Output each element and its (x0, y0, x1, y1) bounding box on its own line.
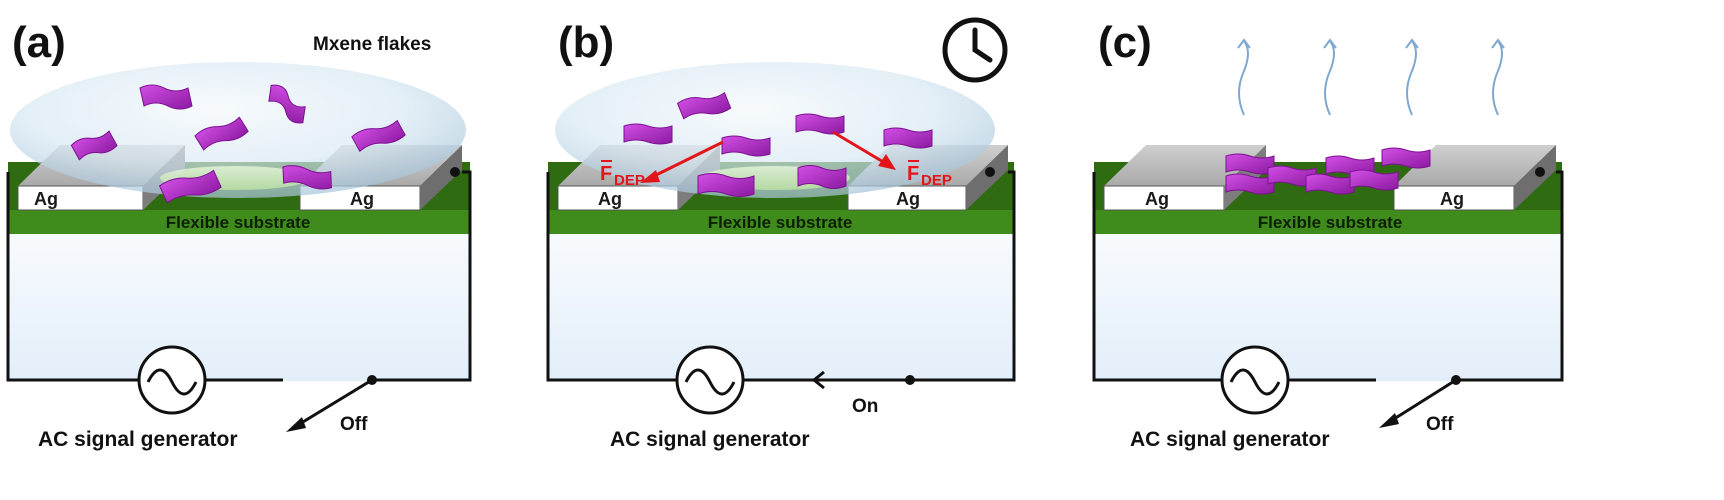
switch-lever[interactable] (1385, 378, 1457, 426)
force-left-subscript: DEP (614, 172, 645, 189)
electrode-right-top (1394, 145, 1556, 186)
electrode-left-front (17, 185, 144, 211)
substrate-label: Flexible substrate (708, 213, 853, 232)
mxene-flakes (70, 84, 406, 204)
flake (1305, 173, 1355, 195)
circuit-wire (1092, 170, 1564, 426)
ac-source-icon (137, 345, 207, 415)
flake (623, 123, 673, 145)
substrate-front (8, 210, 470, 234)
generator-label: AC signal generator (610, 428, 810, 451)
vapor-arrow (1406, 40, 1417, 116)
vapor-arrow (1324, 40, 1335, 116)
flake (697, 173, 755, 197)
clock-icon (942, 17, 1008, 83)
force-left-symbol: F (600, 163, 612, 185)
panel-a: (a) Mxene flakes Ag Ag Flexible substrat… (6, 0, 472, 451)
flake (1225, 173, 1275, 195)
flake (795, 113, 845, 135)
circuit-wire (546, 170, 1016, 382)
electrode-left-label: Ag (34, 189, 58, 209)
vapor-arrow (1492, 40, 1503, 116)
dep-force-arrows (640, 130, 896, 183)
electrode-left-front (1103, 185, 1225, 211)
force-right-symbol: F (907, 163, 919, 185)
current-arrow (811, 370, 825, 390)
ac-source-icon (1220, 345, 1290, 415)
generator-label: AC signal generator (38, 428, 238, 451)
substrate-front (548, 210, 1014, 234)
vapor-arrow-icon (1237, 38, 1505, 116)
contact-dot (450, 167, 460, 177)
aligned-mxene-film (1225, 147, 1431, 195)
contact-dot (985, 167, 995, 177)
electrode-right-side (420, 145, 462, 210)
electrode-right-front (1393, 185, 1515, 211)
panel-label: (b) (558, 18, 614, 67)
flake (158, 169, 222, 204)
panel-c: (c) Ag Ag Flexible substrate AC signal g… (1092, 18, 1564, 451)
substrate-front (1094, 210, 1562, 234)
force-right-subscript: DEP (921, 172, 952, 189)
panel-label: (a) (12, 18, 66, 67)
flake (1349, 169, 1399, 191)
circuit-wire (6, 170, 472, 430)
flake (70, 130, 118, 161)
generator-label: AC signal generator (1130, 428, 1330, 451)
electrode-right-side (966, 145, 1008, 210)
flake (676, 91, 732, 120)
vapor-arrow (1238, 40, 1249, 116)
switch-pivot (1451, 375, 1461, 385)
electrode-right-side (1514, 145, 1556, 210)
switch-lever[interactable] (292, 378, 373, 430)
switch-state-label: Off (340, 414, 368, 435)
contact-dot (1535, 167, 1545, 177)
flake (721, 135, 771, 157)
panel-b: F DEP F DEP (b) Ag Ag Flexible substrate… (546, 17, 1016, 451)
panel-label: (c) (1098, 18, 1152, 67)
electrode-left-label: Ag (1145, 189, 1169, 209)
flake (883, 127, 933, 149)
ac-source-icon (675, 345, 745, 415)
mxene-flakes (623, 91, 933, 197)
electrode-right-label: Ag (350, 189, 374, 209)
flake (797, 165, 847, 189)
switch-state-label: On (852, 396, 878, 417)
mxene-flakes-label: Mxene flakes (313, 34, 431, 55)
electrode-right-label: Ag (1440, 189, 1464, 209)
substrate-label: Flexible substrate (166, 213, 311, 232)
flake (268, 84, 306, 124)
switch-pivot[interactable] (905, 375, 915, 385)
flake (139, 84, 193, 110)
flake (282, 165, 332, 190)
substrate-label: Flexible substrate (1258, 213, 1403, 232)
flake (351, 119, 406, 153)
electrode-left-label: Ag (598, 189, 622, 209)
switch-state-label: Off (1426, 414, 1454, 435)
switch-pivot (367, 375, 377, 385)
flake (194, 116, 249, 151)
electrode-right-label: Ag (896, 189, 920, 209)
electrode-left-front (557, 185, 679, 211)
flake (1381, 147, 1431, 169)
